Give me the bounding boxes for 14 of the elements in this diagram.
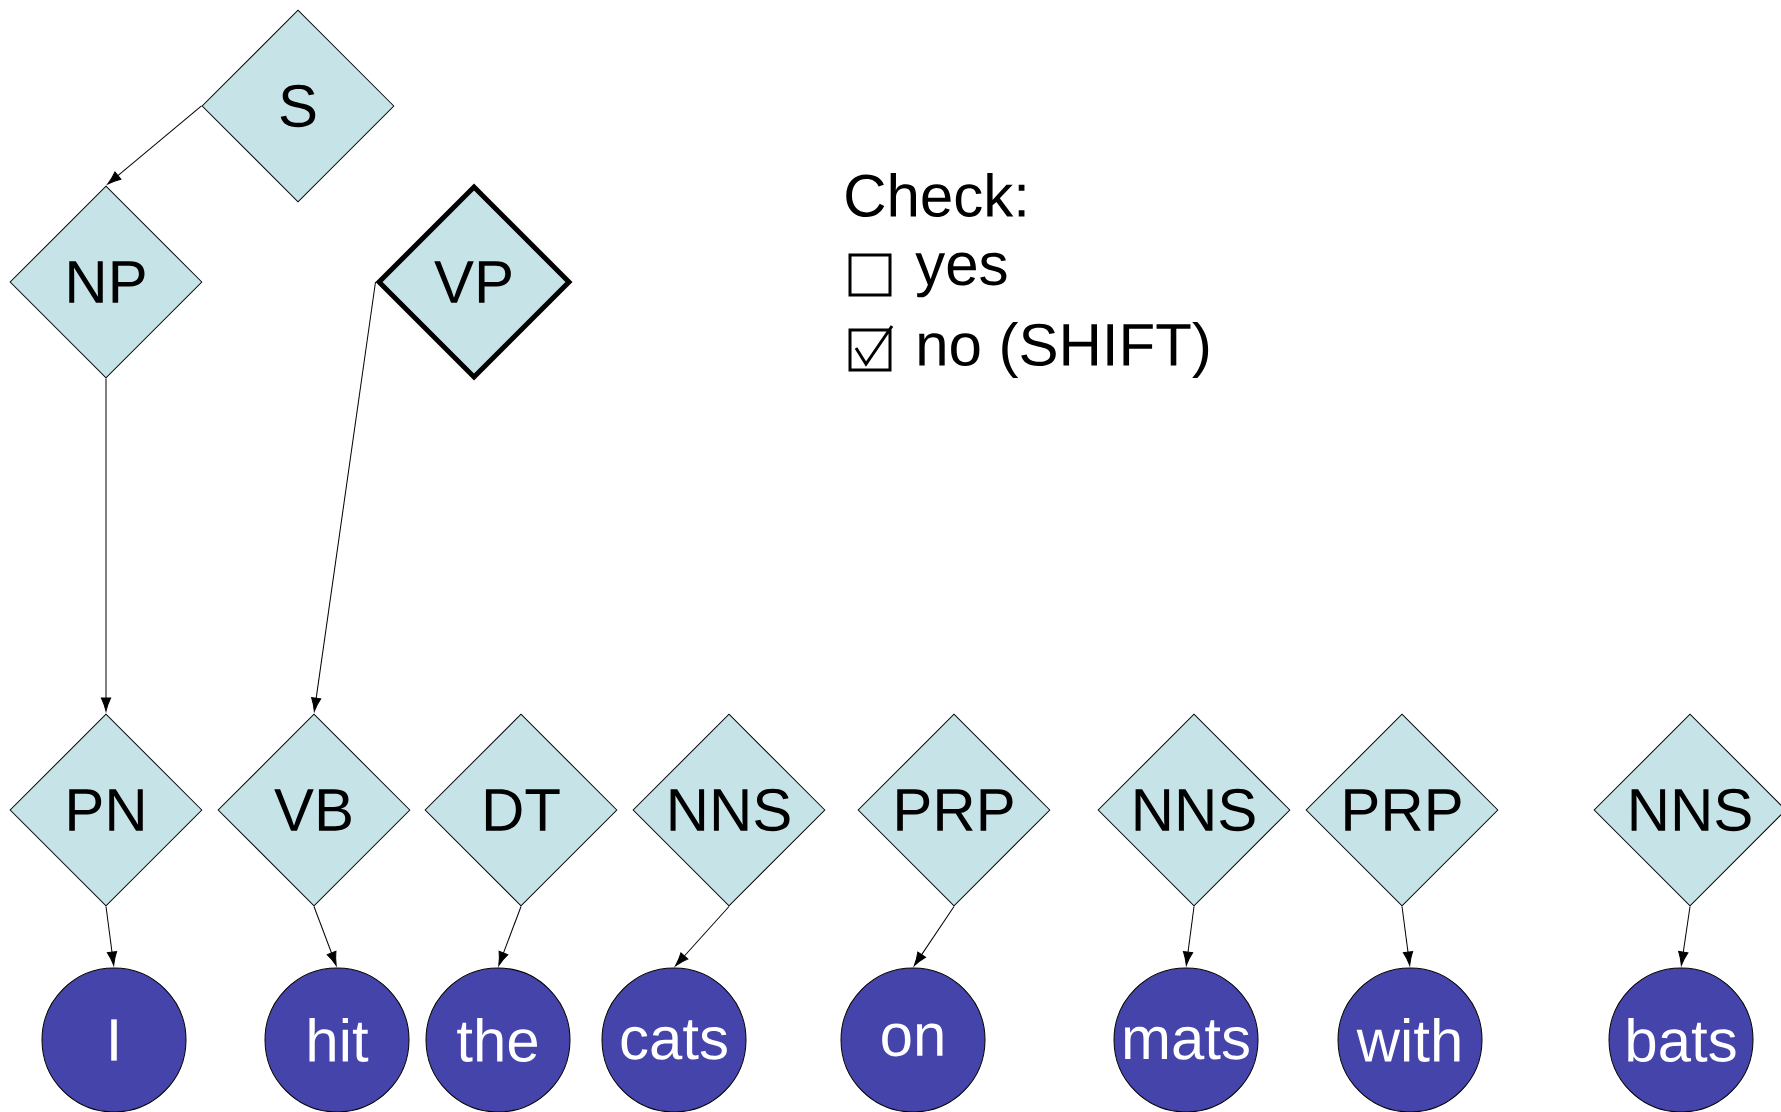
arrow [498, 906, 522, 966]
arrow [1182, 906, 1195, 966]
arrow [311, 281, 376, 712]
check-text: no (SHIFT) [919, 322, 1209, 378]
arrow [107, 105, 202, 185]
arrow [1678, 906, 1691, 966]
arrow [105, 906, 118, 966]
arrow [313, 906, 337, 966]
arrow [1401, 906, 1414, 966]
arrow [913, 906, 955, 967]
check-text: yes [915, 252, 1007, 298]
check-text: Check: [846, 172, 1025, 217]
arrow [100, 378, 112, 712]
arrow [675, 906, 730, 967]
